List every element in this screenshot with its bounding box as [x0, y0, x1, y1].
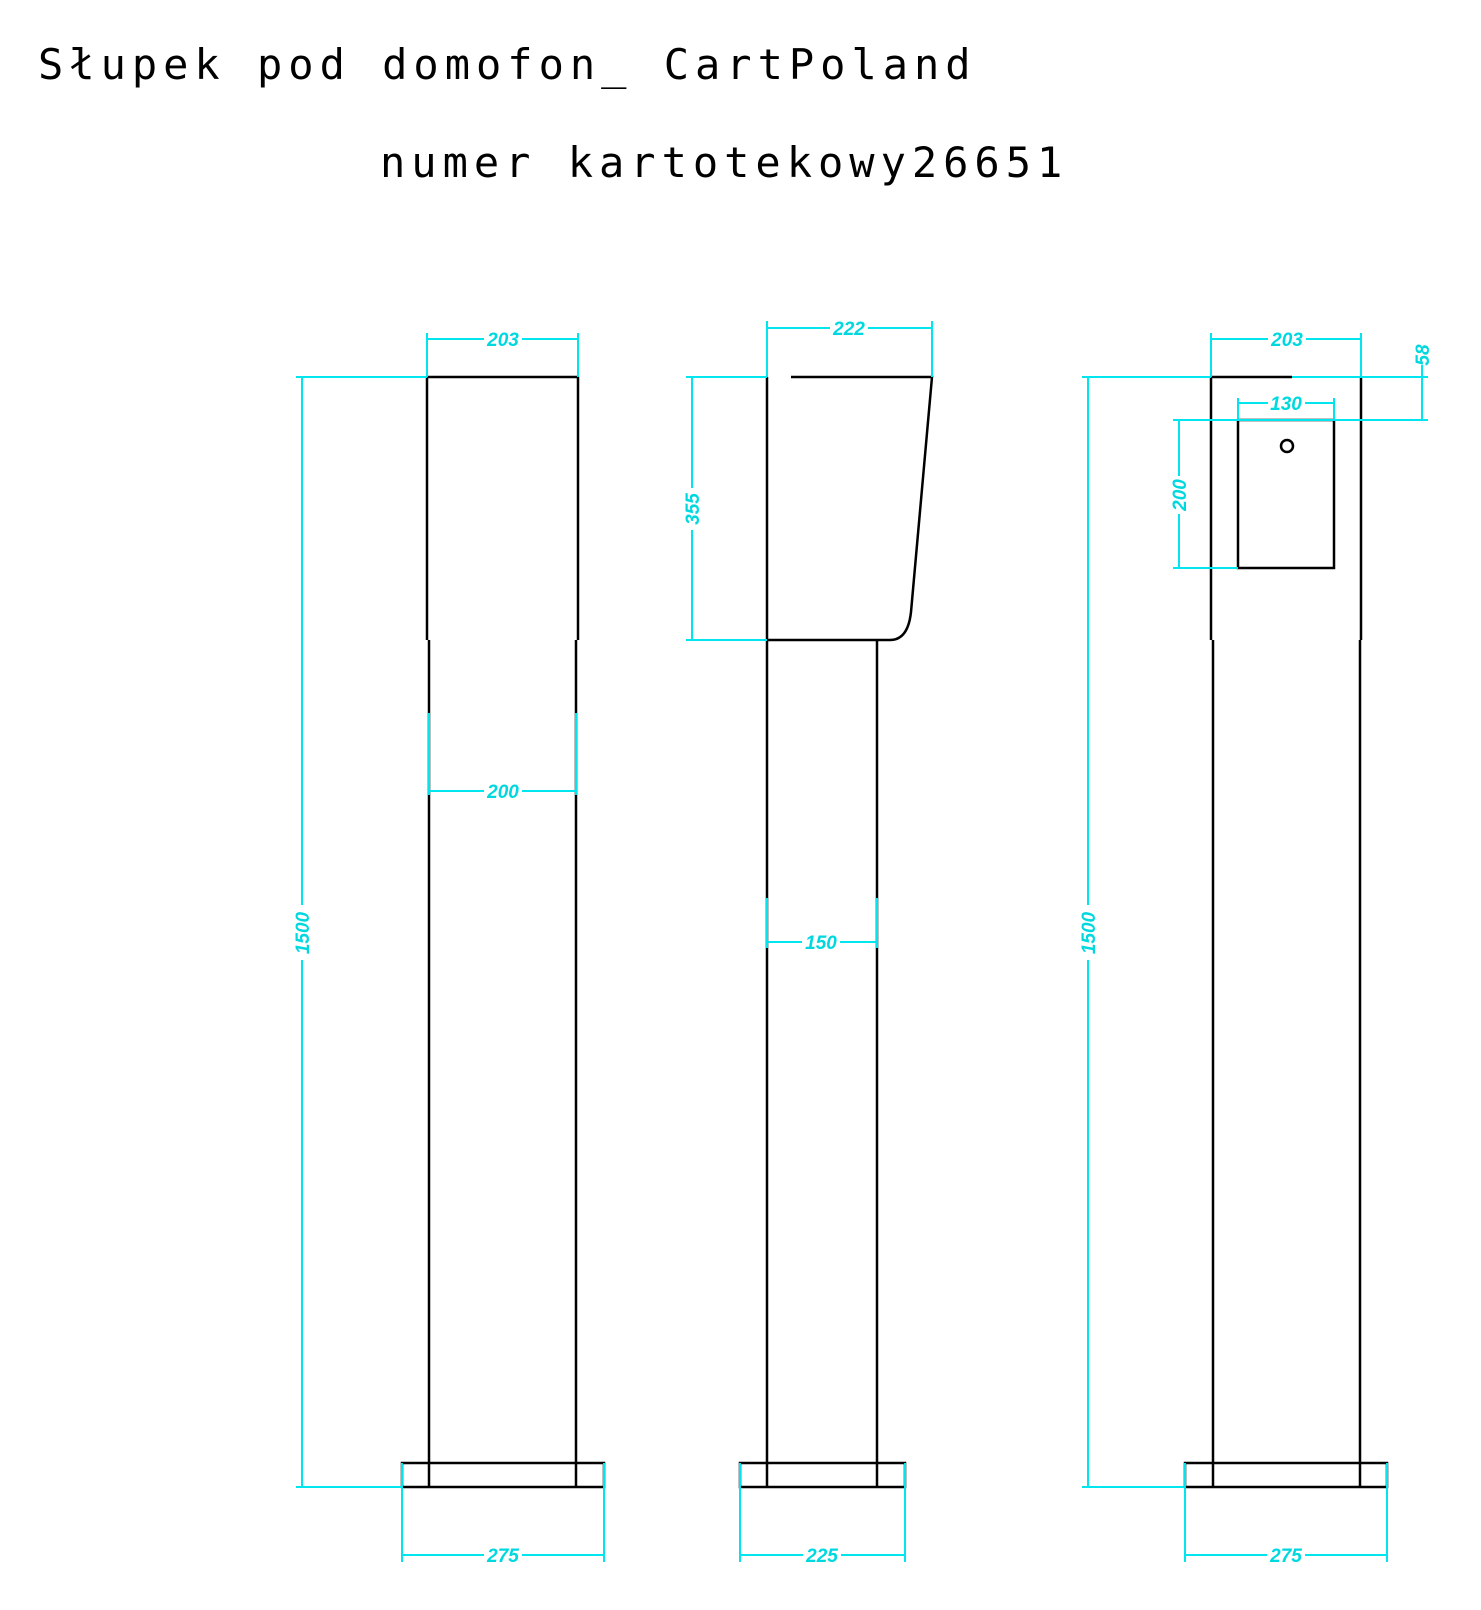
back-intercom-panel	[1236, 418, 1336, 570]
side-dim-post-width-label: 150	[805, 933, 837, 954]
back-dim-height: 1500	[1079, 376, 1211, 1488]
side-dim-top-width-label: 222	[832, 319, 865, 340]
back-dim-top-width-label: 203	[1270, 330, 1303, 351]
front-base-plate	[400, 1461, 606, 1489]
side-dim-head-height: 355	[683, 376, 767, 641]
front-dim-height-label: 1500	[293, 911, 314, 954]
front-dim-top-width: 203	[426, 330, 579, 377]
back-dim-base-width-label: 275	[1269, 1546, 1302, 1567]
back-dim-panel-offset-label: 58	[1413, 344, 1434, 366]
front-dim-post-width: 200	[428, 713, 577, 803]
back-dim-base-width: 275	[1184, 1463, 1388, 1567]
side-base-plate	[738, 1461, 907, 1489]
front-view: 203 200 1500 275	[293, 330, 606, 1567]
side-dim-base-width: 225	[739, 1463, 906, 1567]
back-dim-panel-offset: 58	[1173, 344, 1434, 421]
front-dim-base-width-label: 275	[486, 1546, 519, 1567]
side-dim-top-width: 222	[766, 319, 933, 377]
front-dim-top-width-label: 203	[486, 330, 519, 351]
side-view: 222 355 150 225	[683, 319, 934, 1567]
back-dim-panel-width-label: 130	[1270, 394, 1302, 415]
front-dim-base-width: 275	[401, 1463, 605, 1567]
back-panel-hole	[1279, 438, 1295, 454]
side-dim-post-width: 150	[766, 898, 878, 954]
back-dim-panel-height: 200	[1170, 420, 1238, 569]
drawing-title: Słupek pod domofon_ CartPoland	[38, 40, 977, 89]
front-dim-post-width-label: 200	[486, 782, 519, 803]
side-dim-base-width-label: 225	[805, 1546, 838, 1567]
back-dim-height-label: 1500	[1079, 911, 1100, 954]
back-dim-panel-width: 130	[1237, 394, 1335, 420]
back-dim-top-width: 203	[1210, 330, 1362, 377]
side-head-profile	[767, 375, 934, 642]
back-base-plate	[1183, 1461, 1389, 1489]
front-dim-height: 1500	[293, 376, 427, 1488]
drawing-subtitle: numer kartotekowy26651	[380, 138, 1069, 187]
side-dim-head-height-label: 355	[683, 493, 704, 525]
back-dim-panel-height-label: 200	[1170, 479, 1191, 512]
back-view: 203 58 130 200 150	[1079, 330, 1434, 1567]
